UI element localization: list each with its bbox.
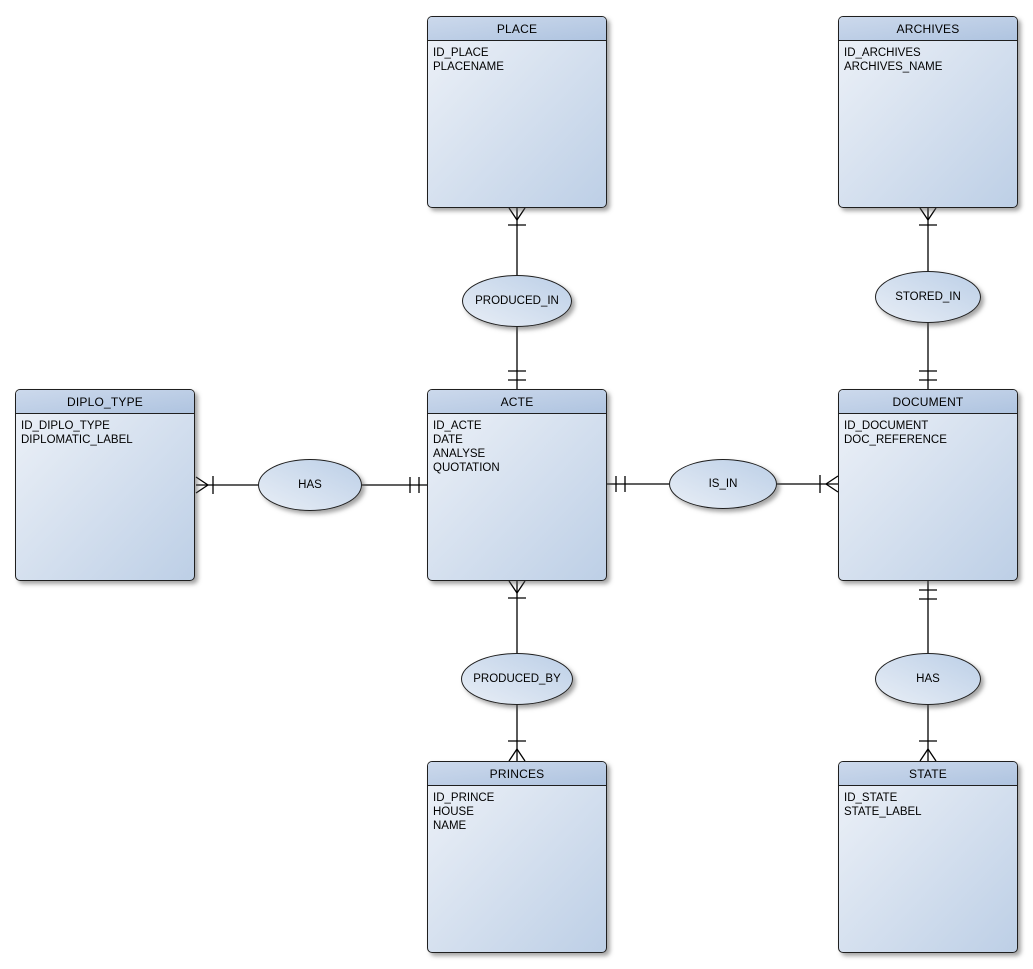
entity-place-title: PLACE [428,17,606,41]
entity-state-fields: ID_STATE STATE_LABEL [839,786,1017,819]
relationship-label: HAS [916,673,940,685]
entity-place[interactable]: PLACE ID_PLACE PLACENAME [427,16,607,208]
connector-has-state [919,748,937,762]
entity-field: DATE [433,434,463,446]
relationship-stored-in[interactable]: STORED_IN [875,271,981,323]
relationship-has-state[interactable]: HAS [875,653,981,705]
entity-field: ID_PRINCE [433,792,495,804]
entity-field: ID_ACTE [433,420,482,432]
entity-field: ID_DOCUMENT [844,420,929,432]
entity-princes-title: PRINCES [428,762,606,786]
entity-field: ARCHIVES_NAME [844,61,943,73]
relationship-label: STORED_IN [895,291,961,303]
connector-has-diplo [195,476,209,494]
relationship-label: HAS [298,479,322,491]
entity-field: ID_DIPLO_TYPE [21,420,110,432]
entity-document-title: DOCUMENT [839,390,1017,414]
entity-acte[interactable]: ACTE ID_ACTE DATE ANALYSE QUOTATION [427,389,607,581]
relationship-produced-by[interactable]: PRODUCED_BY [461,653,573,705]
entity-state-title: STATE [839,762,1017,786]
entity-field: STATE_LABEL [844,806,922,818]
entity-document[interactable]: DOCUMENT ID_DOCUMENT DOC_REFERENCE [838,389,1018,581]
entity-princes-fields: ID_PRINCE HOUSE NAME [428,786,606,833]
entity-acte-title: ACTE [428,390,606,414]
entity-princes[interactable]: PRINCES ID_PRINCE HOUSE NAME [427,761,607,953]
relationship-is-in[interactable]: IS_IN [669,459,777,509]
connector-produced-by [508,748,526,762]
entity-state[interactable]: STATE ID_STATE STATE_LABEL [838,761,1018,953]
connector-is-in [825,475,839,493]
entity-diplo-type[interactable]: DIPLO_TYPE ID_DIPLO_TYPE DIPLOMATIC_LABEL [15,389,195,581]
entity-archives[interactable]: ARCHIVES ID_ARCHIVES ARCHIVES_NAME [838,16,1018,208]
entity-archives-fields: ID_ARCHIVES ARCHIVES_NAME [839,41,1017,74]
relationship-label: IS_IN [708,478,738,490]
entity-diplo-type-title: DIPLO_TYPE [16,390,194,414]
entity-field: QUOTATION [433,462,500,474]
relationship-label: PRODUCED_IN [475,295,559,307]
entity-document-fields: ID_DOCUMENT DOC_REFERENCE [839,414,1017,447]
entity-field: ANALYSE [433,448,486,460]
entity-field: ID_STATE [844,792,898,804]
entity-archives-title: ARCHIVES [839,17,1017,41]
entity-field: ID_PLACE [433,47,489,59]
relationship-has-diplo[interactable]: HAS [258,459,362,511]
entity-field: DOC_REFERENCE [844,434,947,446]
entity-field: ID_ARCHIVES [844,47,921,59]
connector-produced-by [508,580,526,594]
relationship-produced-in[interactable]: PRODUCED_IN [462,275,572,327]
entity-field: PLACENAME [433,61,504,73]
connector-stored-in [919,207,937,221]
entity-diplo-type-fields: ID_DIPLO_TYPE DIPLOMATIC_LABEL [16,414,194,447]
relationship-label: PRODUCED_BY [473,673,561,685]
entity-field: HOUSE [433,806,474,818]
entity-acte-fields: ID_ACTE DATE ANALYSE QUOTATION [428,414,606,475]
connector-produced-in [508,207,526,221]
entity-place-fields: ID_PLACE PLACENAME [428,41,606,74]
entity-field: NAME [433,820,467,832]
entity-field: DIPLOMATIC_LABEL [21,434,133,446]
